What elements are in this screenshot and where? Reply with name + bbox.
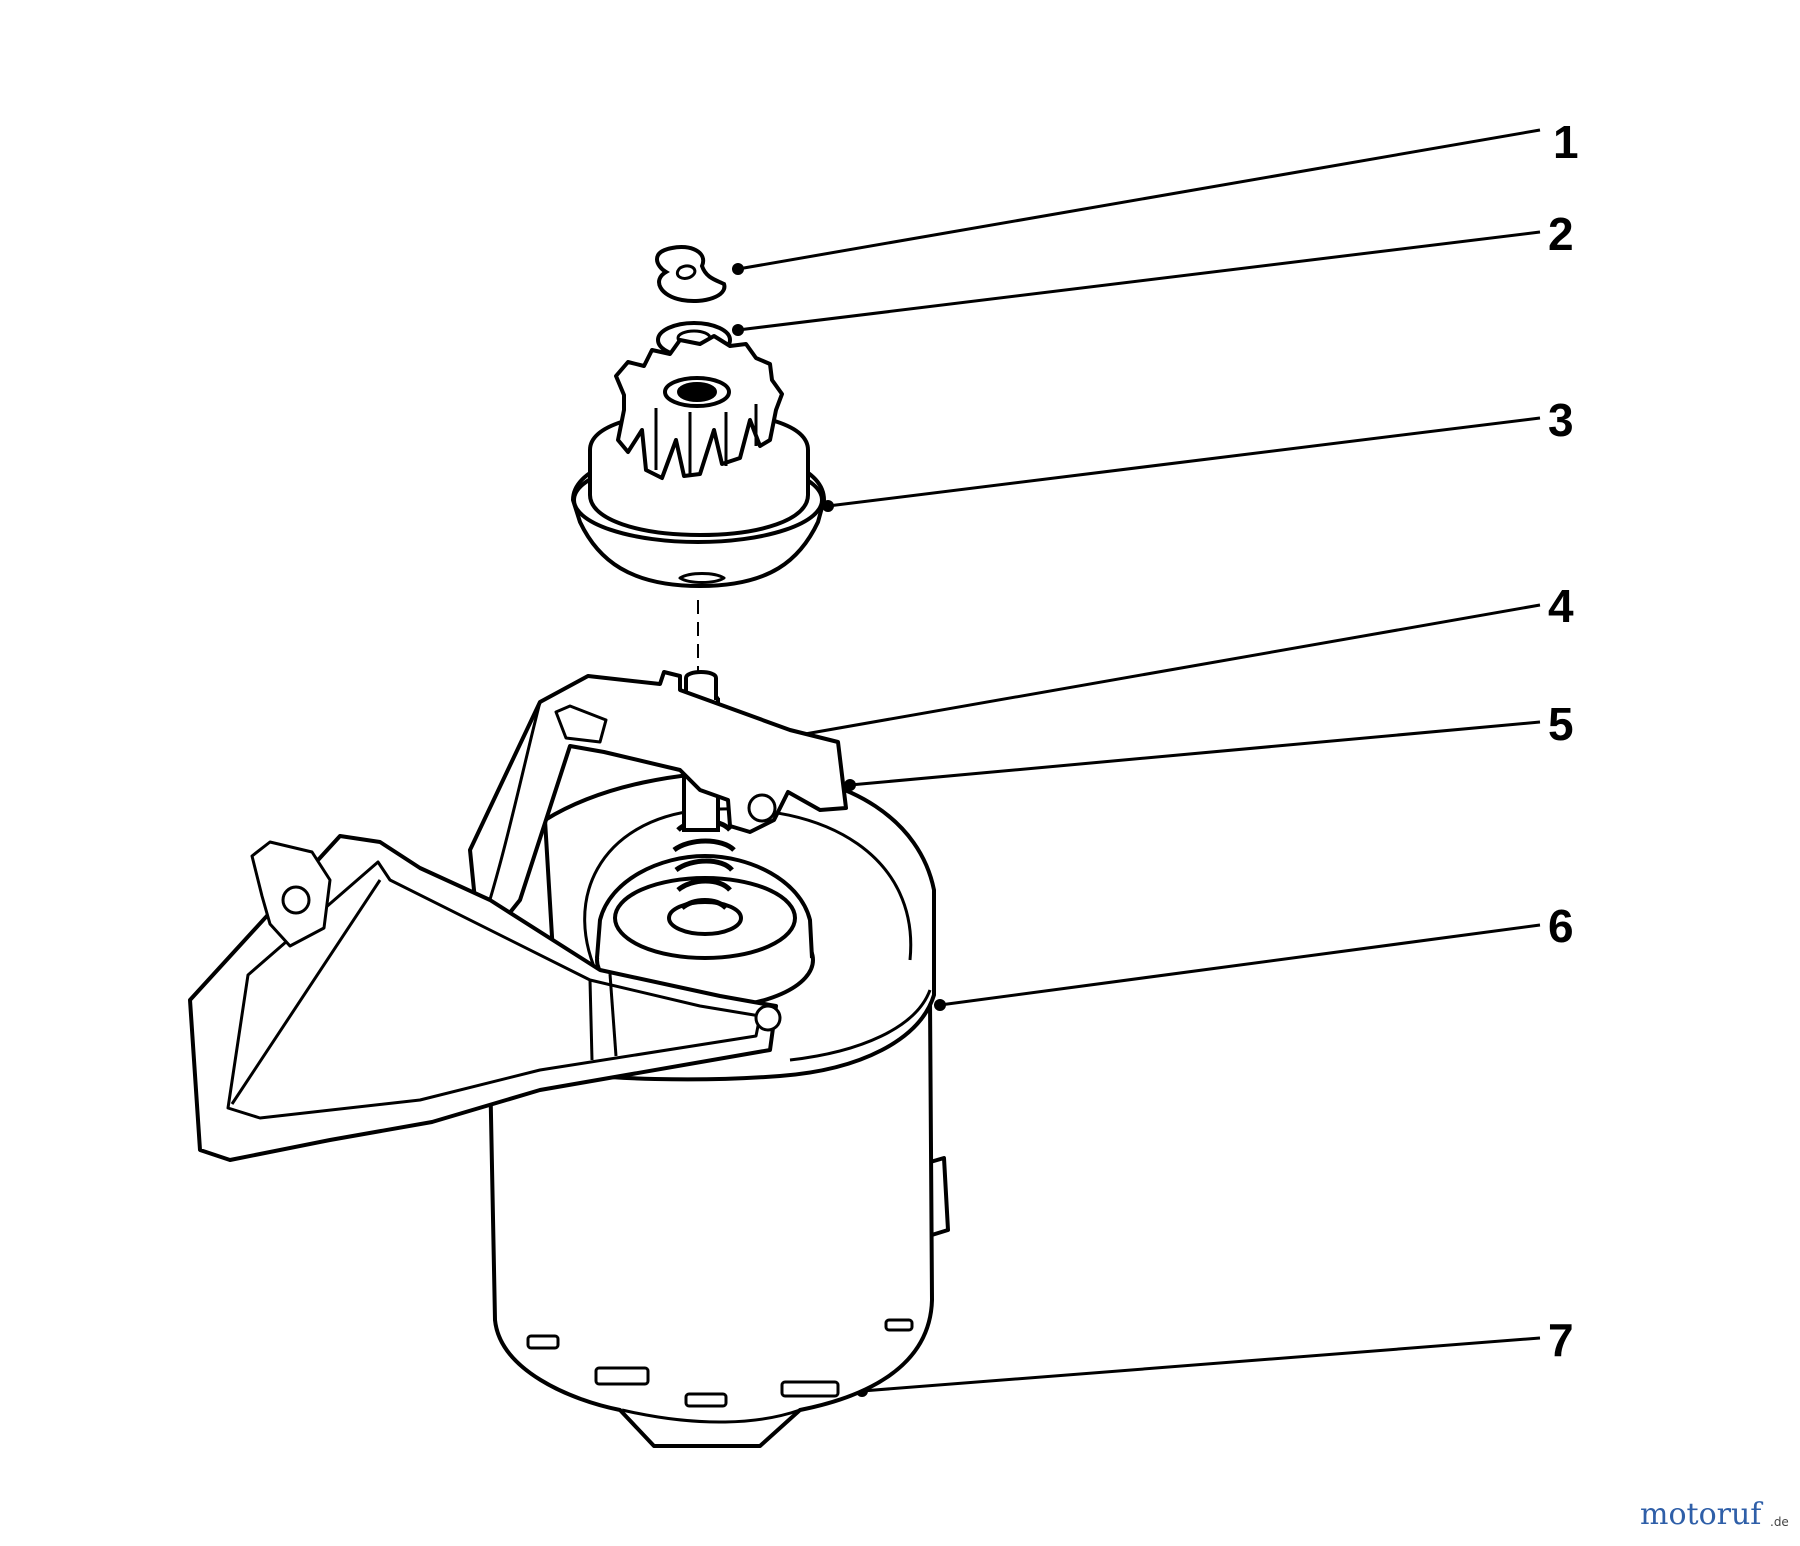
watermark-brand: motoruf [1640, 1497, 1763, 1532]
leader-lines [737, 128, 1541, 1393]
leader-line-4 [747, 603, 1541, 746]
mounting-bracket-part [188, 670, 848, 1162]
watermark: motoruf .de [1640, 1497, 1789, 1532]
leader-line-1 [737, 128, 1541, 271]
leader-line-3 [827, 416, 1541, 508]
leader-line-6 [939, 923, 1541, 1007]
callout-label-2: 2 [1548, 208, 1574, 260]
leader-line-2 [737, 230, 1541, 332]
retaining-ring-part [655, 245, 727, 303]
callout-label-3: 3 [1548, 394, 1574, 446]
callout-label-6: 6 [1548, 900, 1574, 952]
watermark-suffix: .de [1770, 1515, 1789, 1529]
callout-label-4: 4 [1548, 580, 1574, 632]
leader-line-7 [861, 1336, 1541, 1393]
leader-line-5 [849, 720, 1541, 787]
callout-label-1: 1 [1553, 116, 1579, 168]
callout-labels: 1 2 3 4 5 6 7 [1548, 116, 1579, 1366]
callout-label-7: 7 [1548, 1314, 1574, 1366]
callout-label-5: 5 [1548, 698, 1574, 750]
pinion-gear-part [571, 334, 826, 588]
